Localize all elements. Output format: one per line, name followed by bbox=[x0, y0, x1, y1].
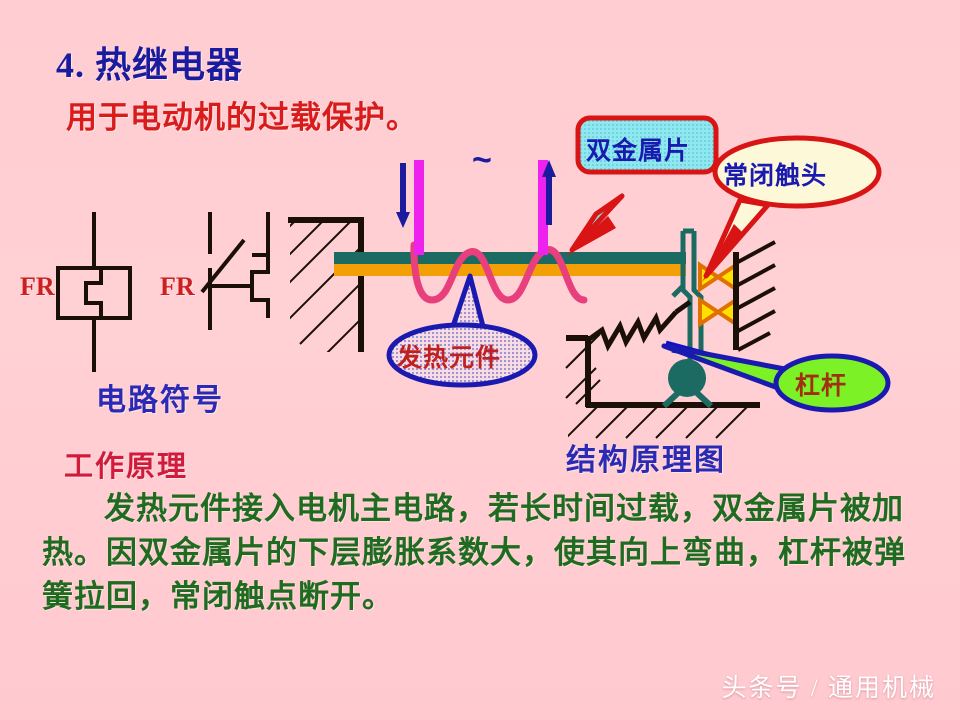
push-rod bbox=[671, 228, 704, 360]
callout-bimetal[interactable] bbox=[566, 115, 719, 256]
current-indicator-left bbox=[396, 160, 424, 255]
fr-label-heater: FR bbox=[20, 272, 55, 301]
callout-nc-contact[interactable] bbox=[702, 135, 882, 282]
callout-heating-element[interactable] bbox=[386, 273, 538, 388]
page-subtitle: 用于电动机的过载保护。 bbox=[66, 100, 418, 135]
spring bbox=[586, 299, 692, 352]
circuit-symbol-heater bbox=[56, 212, 132, 372]
fr-label-contact: FR bbox=[160, 272, 195, 301]
principle-body: 发热元件接入电机主电路，若长时间过载，双金属片被加热。因双金属片的下层膨胀系数大… bbox=[42, 491, 906, 615]
base-mount bbox=[565, 333, 760, 439]
watermark: 头条号 / 通用机械 bbox=[721, 675, 936, 702]
caption-circuit-symbol: 电路符号 bbox=[96, 384, 224, 417]
pivot bbox=[661, 359, 714, 409]
right-wall-mount bbox=[733, 240, 776, 352]
page-title: 4. 热继电器 bbox=[56, 45, 244, 85]
current-indicator-right bbox=[538, 160, 556, 255]
caption-structure-diagram: 结构原理图 bbox=[566, 444, 726, 477]
principle-heading: 工作原理 bbox=[64, 451, 189, 483]
heating-coil bbox=[410, 241, 588, 304]
left-wall-mount bbox=[288, 217, 364, 352]
ac-source-icon: ~ bbox=[472, 141, 492, 179]
bimetal-strip bbox=[334, 252, 686, 276]
circuit-symbol-nc-contact bbox=[200, 212, 270, 330]
callout-lever[interactable] bbox=[661, 343, 891, 413]
